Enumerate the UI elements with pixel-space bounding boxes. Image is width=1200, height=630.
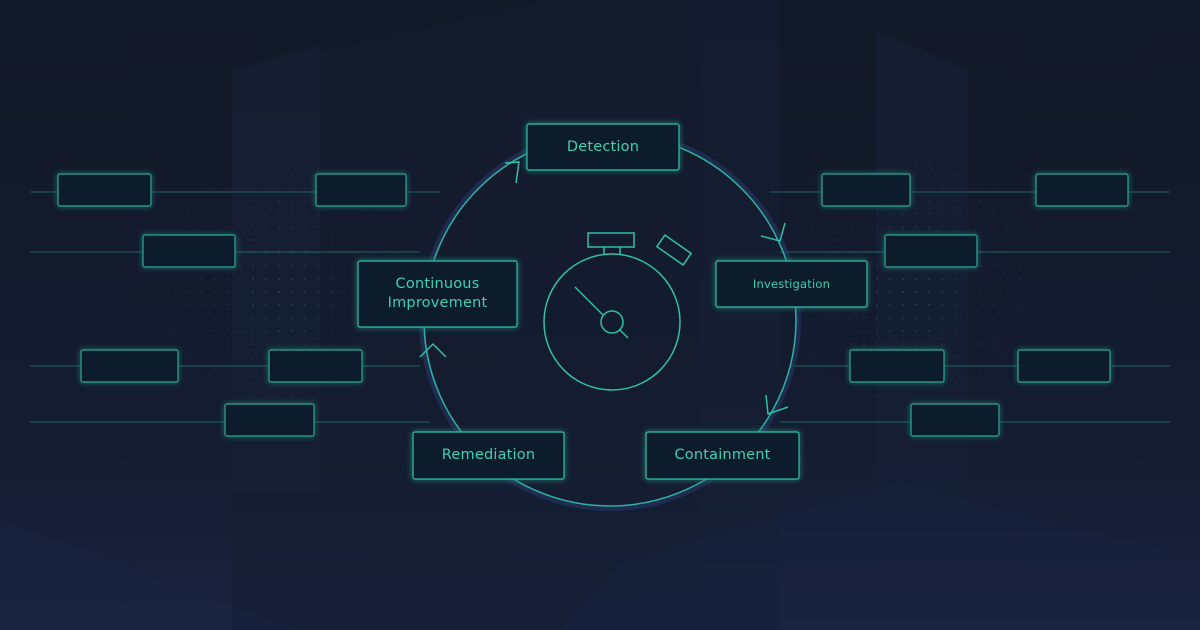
stage-box-detection	[526, 123, 680, 171]
arrow-icon	[760, 222, 786, 242]
side-box	[1035, 173, 1129, 207]
stage-label-investigation: Investigation	[752, 276, 831, 291]
side-box	[1017, 349, 1111, 383]
side-box	[57, 173, 152, 207]
stage-box-remediation	[412, 431, 565, 480]
side-box	[224, 403, 315, 437]
side-box	[849, 349, 945, 383]
side-boxes	[57, 173, 1129, 437]
stage-label-detection: Detection	[566, 138, 640, 155]
side-box	[142, 234, 236, 268]
stage-box-containment	[645, 431, 800, 480]
arrow-icon	[419, 342, 447, 358]
stage-boxes	[357, 123, 868, 480]
side-box	[884, 234, 978, 268]
stage-label-remediation: Remediation	[441, 447, 536, 463]
stage-box-investigation	[715, 260, 868, 308]
stage-box-continuous-improvement	[357, 260, 518, 328]
stage-label-containment: Containment	[674, 447, 771, 463]
side-box	[80, 349, 179, 383]
stopwatch-icon	[543, 232, 693, 391]
side-box	[910, 403, 1000, 437]
arrow-icon	[504, 161, 520, 184]
side-box	[268, 349, 363, 383]
side-box	[315, 173, 407, 207]
arrow-icon	[765, 394, 789, 416]
stage-label-continuous-improvement: Continuous Improvement	[387, 276, 488, 311]
side-box	[821, 173, 911, 207]
cycle-arrows	[419, 161, 789, 416]
